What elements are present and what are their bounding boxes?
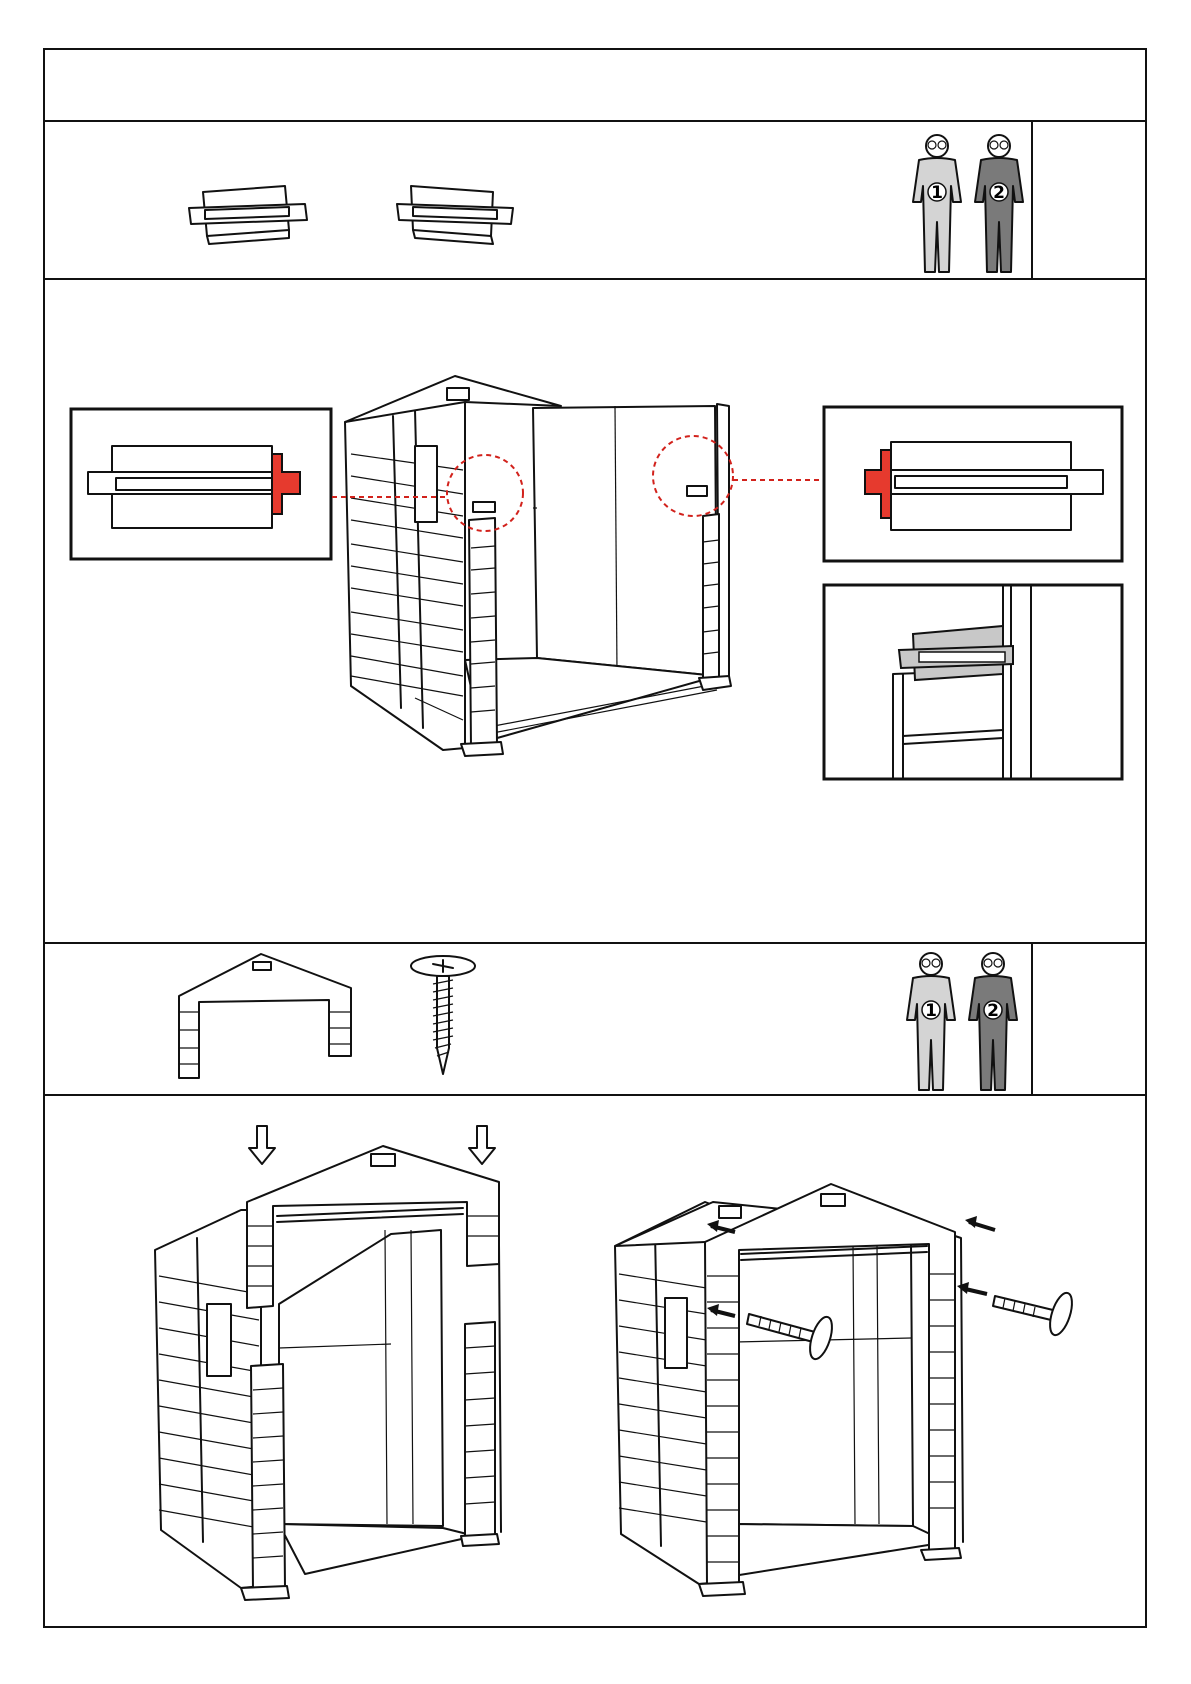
two-people-icon: 1 2 — [901, 948, 1029, 1098]
person-icon: 2 — [975, 135, 1023, 272]
step-a-illustration — [45, 280, 1145, 944]
connector-clip-icon — [185, 182, 315, 254]
connector-clip-icon — [393, 182, 523, 254]
screw-icon — [993, 1290, 1076, 1337]
person-1-label: 1 — [931, 183, 943, 203]
header-band — [45, 50, 1145, 122]
person-icon: 1 — [913, 135, 961, 272]
person-icon: 2 — [969, 953, 1017, 1090]
person-icon: 1 — [907, 953, 955, 1090]
step-b-illustration — [45, 1096, 1145, 1630]
person-1-label: 1 — [925, 1001, 937, 1021]
parts-band-a: 1 2 — [45, 122, 1145, 280]
parts-band-b: 1 2 — [45, 944, 1145, 1096]
people-cell — [1031, 944, 1145, 1094]
page-frame: 1 2 — [43, 48, 1147, 1628]
gable-frame-icon — [175, 950, 355, 1084]
person-2-label: 2 — [993, 183, 1005, 203]
callout-lines — [45, 280, 1149, 944]
down-arrow-icon — [469, 1126, 495, 1164]
shed-frame-lowering — [155, 1126, 585, 1606]
down-arrow-icon — [249, 1126, 275, 1164]
person-2-label: 2 — [987, 1001, 999, 1021]
shed-frame-fastened — [615, 1146, 1135, 1606]
push-arrow-icon — [965, 1216, 995, 1230]
people-cell — [1031, 122, 1145, 278]
two-people-icon: 1 2 — [907, 130, 1035, 280]
screw-icon — [403, 950, 483, 1080]
